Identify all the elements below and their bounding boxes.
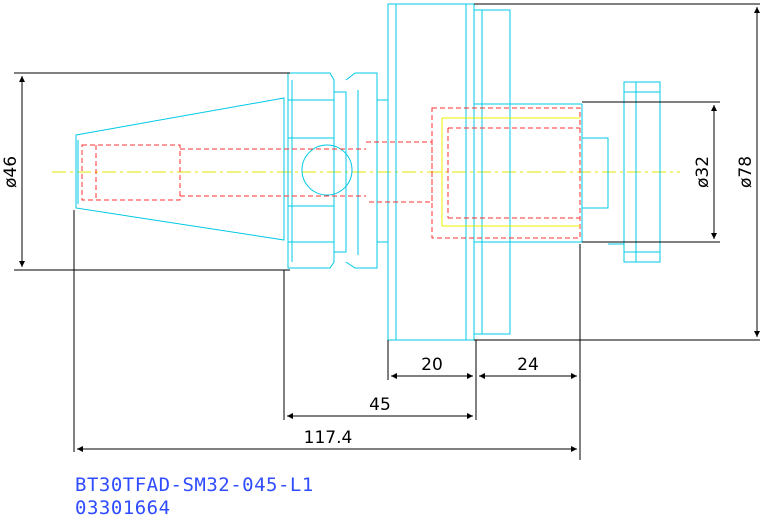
hidden-bore: [81, 107, 581, 239]
dim-label-d32: ø32: [693, 156, 713, 188]
clamping-nut: [582, 81, 661, 263]
dim-label-45: 45: [369, 395, 391, 415]
flange-collar: [287, 72, 388, 269]
dim-label-d46: ø46: [1, 156, 21, 188]
collet-pocket: [441, 117, 580, 227]
dimension-20: 20: [391, 355, 473, 379]
dimension-d78: ø78: [736, 6, 760, 337]
dimension-24: 24: [479, 355, 577, 379]
extension-lines: [14, 3, 760, 460]
dim-label-20: 20: [421, 355, 443, 375]
taper-shank: [75, 97, 285, 241]
part-number: BT30TFAD-SM32-045-L1: [75, 474, 314, 496]
dim-label-d78: ø78: [736, 156, 756, 188]
dimension-45: 45: [287, 395, 473, 419]
dim-label-117-4: 117.4: [304, 428, 353, 448]
dim-label-24: 24: [517, 355, 539, 375]
dimension-d46: ø46: [1, 76, 25, 267]
dimension-d32: ø32: [693, 105, 717, 239]
part-code: 03301664: [75, 497, 171, 519]
dimension-117-4: 117.4: [77, 428, 577, 452]
